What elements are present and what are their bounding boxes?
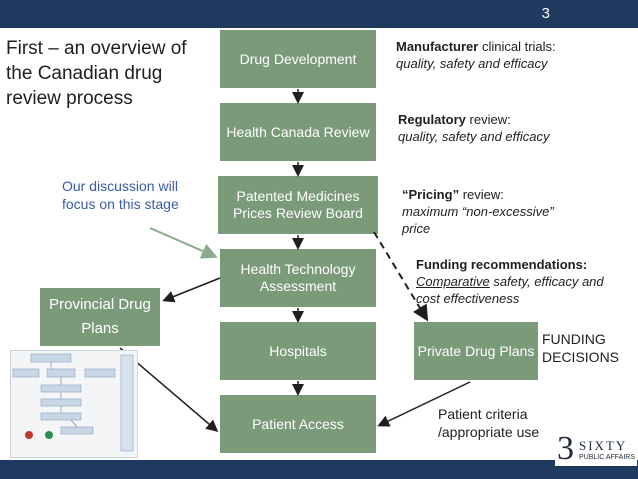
funding-decisions-label: FUNDING DECISIONS bbox=[542, 331, 620, 365]
note-pricing-text: review: bbox=[459, 187, 504, 202]
note-regulatory-italic: quality, safety and efficacy bbox=[398, 129, 550, 144]
box-health-canada-review: Health Canada Review bbox=[220, 103, 376, 161]
patient-criteria-label: Patient criteria /appropriate use bbox=[438, 406, 540, 440]
arrow-private-to-access bbox=[377, 381, 471, 427]
note-pricing-bold: “Pricing” bbox=[402, 187, 460, 202]
box-health-technology-assessment: Health Technology Assessment bbox=[220, 249, 376, 307]
slide-number: 3 bbox=[541, 5, 550, 22]
note-regulatory: Regulatory review: quality, safety and e… bbox=[398, 111, 633, 145]
top-bar: 3 bbox=[0, 0, 638, 28]
logo: 3 SIXTY PUBLIC AFFAIRS bbox=[555, 430, 637, 467]
note-pricing: “Pricing” review: maximum “non-excessive… bbox=[402, 186, 582, 237]
note-manufacturer: Manufacturer clinical trials: quality, s… bbox=[396, 38, 631, 72]
arrow-focus-to-hta bbox=[149, 227, 218, 259]
note-funding-bold: Funding recommendations: bbox=[416, 257, 588, 272]
box-private-drug-plans: Private Drug Plans bbox=[414, 322, 538, 380]
logo-numeral: 3 bbox=[557, 430, 574, 467]
slide-title: First – an overview of the Canadian drug… bbox=[6, 38, 187, 109]
note-manufacturer-text: clinical trials: bbox=[478, 39, 556, 54]
note-funding-recommendations: Funding recommendations: Comparative saf… bbox=[416, 256, 631, 307]
box-drug-development: Drug Development bbox=[220, 30, 376, 88]
arrow-hta-to-provincial bbox=[162, 277, 221, 303]
flowchart-thumbnail-graphic bbox=[12, 353, 134, 452]
box-patient-access: Patient Access bbox=[220, 395, 376, 453]
arrow-pmprb-to-private-dashed bbox=[373, 231, 429, 322]
note-funding-underline: Comparative bbox=[416, 274, 490, 289]
box-pmprb: Patented Medicines Prices Review Board bbox=[218, 176, 378, 234]
note-pricing-italic: maximum “non-excessive” price bbox=[402, 204, 554, 236]
box-provincial-drug-plans: Provincial Drug Plans bbox=[40, 288, 160, 346]
note-regulatory-text: review: bbox=[465, 112, 511, 127]
note-funding-italic: safety, efficacy and cost effectiveness bbox=[416, 274, 604, 306]
note-manufacturer-bold: Manufacturer bbox=[396, 39, 479, 54]
process-flowchart-thumbnail bbox=[10, 350, 138, 458]
logo-subtitle: PUBLIC AFFAIRS bbox=[579, 454, 636, 461]
bottom-bar bbox=[0, 460, 638, 479]
note-regulatory-bold: Regulatory bbox=[398, 112, 466, 127]
box-hospitals: Hospitals bbox=[220, 322, 376, 380]
logo-word: SIXTY bbox=[579, 438, 628, 453]
focus-note: Our discussion will focus on this stage bbox=[62, 178, 179, 212]
note-manufacturer-italic: quality, safety and efficacy bbox=[396, 56, 548, 71]
